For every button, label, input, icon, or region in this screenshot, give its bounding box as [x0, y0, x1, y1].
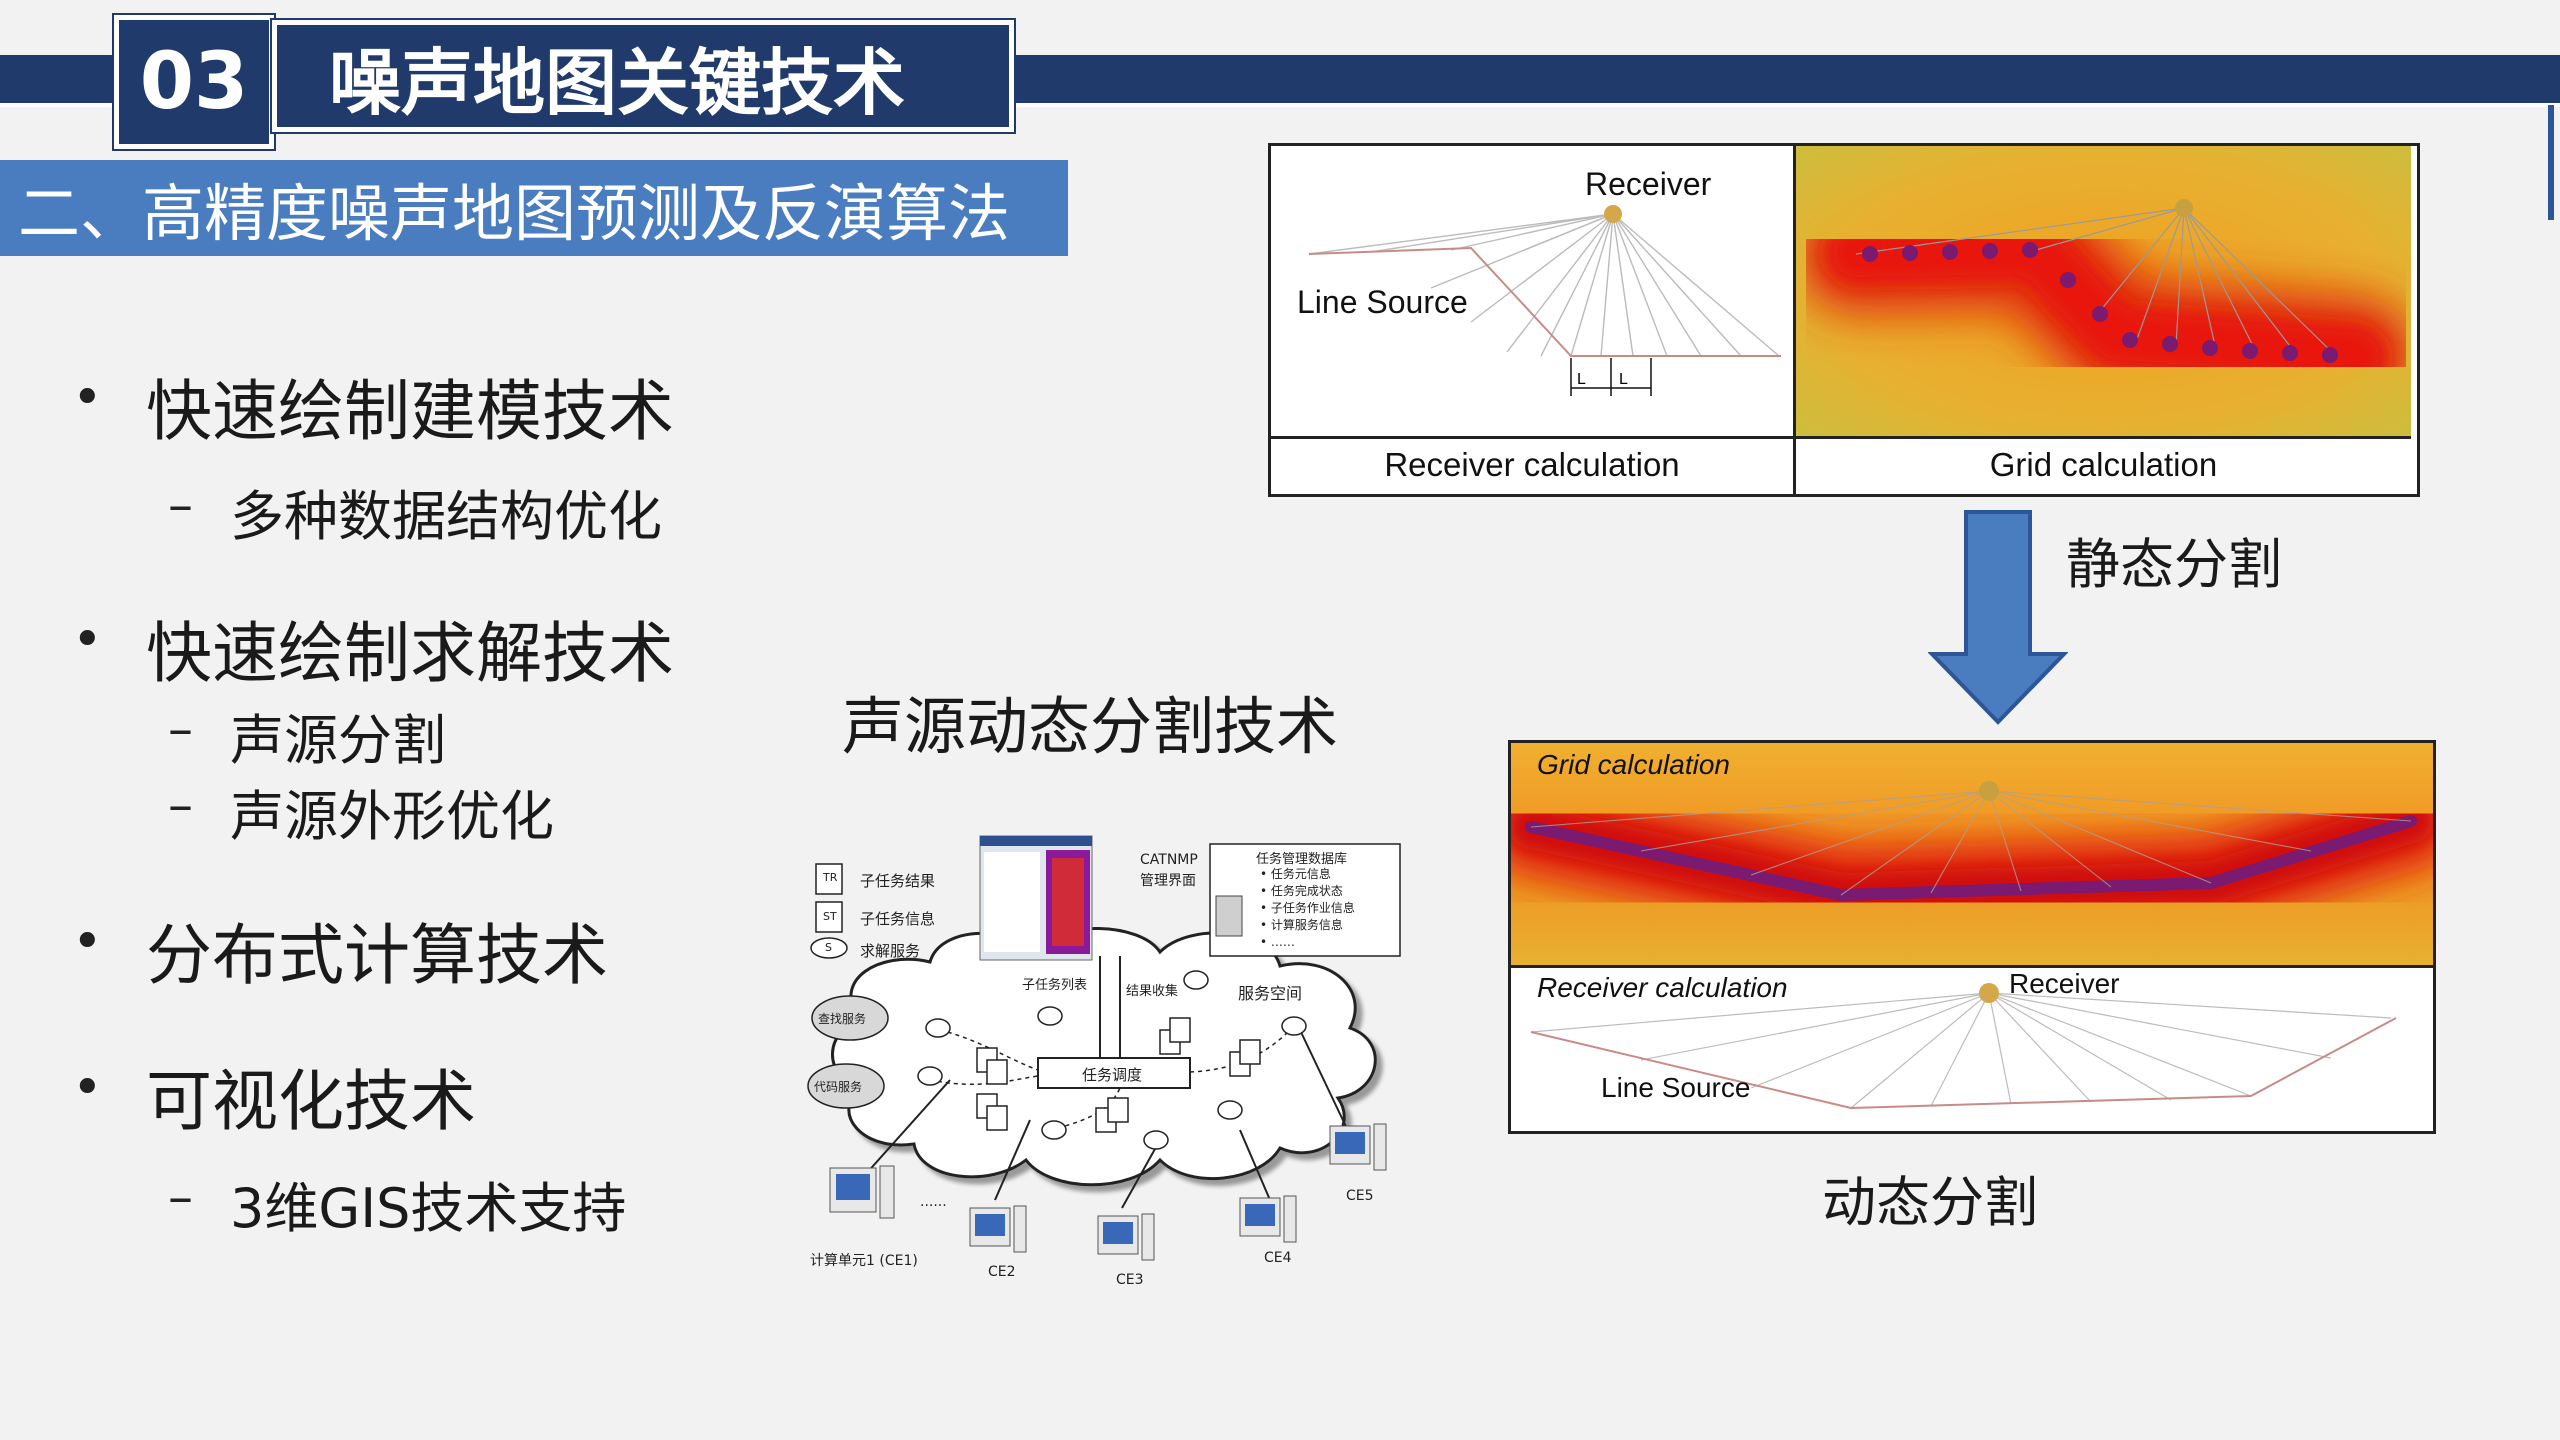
dynamic-rays-graphic: [1530, 983, 2397, 1110]
bullet-item: 快速绘制建模技术: [146, 373, 674, 450]
section-number: 03: [114, 15, 274, 149]
db-item: • ……: [1260, 935, 1295, 949]
bullet-item: 分布式计算技术: [146, 917, 608, 994]
db-item: • 任务元信息: [1260, 867, 1331, 881]
app-label: CATNMP: [1140, 852, 1198, 868]
cloud-label: 结果收集: [1126, 984, 1179, 999]
page-subtitle: 二、高精度噪声地图预测及反演算法: [0, 160, 1068, 256]
side-service-label: 代码服务: [814, 1080, 863, 1094]
db-item-list: • 任务元信息 • 任务完成状态 • 子任务作业信息 • 计算服务信息 • ……: [1260, 866, 1355, 951]
bullet-dot: •: [72, 368, 103, 428]
section-title: 噪声地图关键技术: [272, 20, 1014, 132]
dynamic-heatmap-graphic: [1511, 743, 2433, 965]
caption-divider: [1271, 436, 2411, 439]
grid-calc-heatmap: [1796, 146, 2411, 436]
dynamic-receiver-label: Receiver: [2009, 968, 2120, 999]
cloud-label: 子任务列表: [1022, 978, 1088, 993]
db-item: • 计算服务信息: [1260, 918, 1343, 932]
dynamic-line-source-label: Line Source: [1601, 1072, 1751, 1103]
sub-item: 多种数据结构优化: [230, 485, 662, 548]
header-side-accent: [2548, 105, 2554, 220]
sub-dash: –: [168, 700, 193, 758]
ce-label: 计算单元1 (CE1): [810, 1253, 918, 1269]
bullet-dot: •: [72, 1058, 103, 1118]
ce-ellipsis: ......: [920, 1194, 947, 1210]
sub-dash: –: [168, 776, 193, 834]
dynamic-grid-label: Grid calculation: [1537, 749, 1730, 780]
ce-label: CE4: [1264, 1250, 1292, 1266]
legend-tag: S: [825, 941, 832, 954]
db-item: • 子任务作业信息: [1260, 901, 1355, 915]
scheduler-label: 任务调度: [1082, 1066, 1143, 1084]
db-box-title: 任务管理数据库: [1256, 852, 1348, 867]
segment-mark: L: [1577, 371, 1586, 388]
legend-tag: ST: [823, 910, 837, 923]
receiver-calc-caption: Receiver calculation: [1384, 446, 1680, 483]
bullet-item: 可视化技术: [146, 1063, 476, 1140]
sub-dash: –: [168, 1168, 193, 1226]
static-figure: L L Receiver Line Source: [1268, 143, 2420, 497]
caption-separator: [1793, 436, 1796, 494]
sub-item: 3维GIS技术支持: [230, 1177, 627, 1240]
receiver-calc-panel: L L Receiver Line Source: [1271, 146, 1796, 436]
line-source-label: Line Source: [1297, 284, 1468, 320]
dynamic-grid-heatmap: Grid calculation: [1511, 743, 2433, 968]
legend-label: 求解服务: [860, 942, 921, 960]
legend-label: 子任务结果: [860, 872, 936, 890]
legend-label: 子任务信息: [860, 910, 936, 928]
receiver-label: Receiver: [1585, 166, 1712, 202]
bullet-item: 快速绘制求解技术: [146, 615, 674, 692]
bullet-dot: •: [72, 912, 103, 972]
dynamic-figure: Grid calculation Receiver calculation Re…: [1508, 740, 2436, 1134]
cloud-label: 服务空间: [1238, 984, 1303, 1003]
ce-label: CE2: [988, 1264, 1016, 1280]
distributed-diagram: TR ST S 子任务结果 子任务信息 求解服务 CATNMP 管理界面 任务管…: [790, 830, 1410, 1300]
side-service-label: 查找服务: [818, 1012, 867, 1026]
heatmap-graphic: [1796, 146, 2411, 436]
cloud-graphic: [807, 835, 1401, 1261]
dynamic-receiver-calc-label: Receiver calculation: [1537, 972, 1788, 1003]
segment-mark: L: [1619, 371, 1628, 388]
diagram-title: 声源动态分割技术: [842, 690, 1339, 763]
ce-label: CE3: [1116, 1272, 1144, 1288]
header-band-line: [0, 103, 2560, 107]
static-segmentation-label: 静态分割: [2066, 533, 2282, 596]
sub-dash: –: [168, 476, 193, 534]
sub-item: 声源外形优化: [230, 785, 554, 848]
down-arrow-icon: [1928, 510, 2068, 725]
sub-item: 声源分割: [230, 709, 446, 772]
bullet-dot: •: [72, 610, 103, 670]
grid-calc-caption: Grid calculation: [1989, 446, 2218, 483]
dynamic-receiver-panel: Receiver calculation Receiver Line Sourc…: [1511, 968, 2433, 1128]
legend-tag: TR: [823, 871, 838, 884]
app-label: 管理界面: [1140, 873, 1196, 889]
dynamic-segmentation-label: 动态分割: [1822, 1171, 2038, 1234]
receiver-rays-graphic: L L: [1308, 205, 1781, 396]
ce-label: CE5: [1346, 1188, 1374, 1204]
db-item: • 任务完成状态: [1260, 884, 1343, 898]
